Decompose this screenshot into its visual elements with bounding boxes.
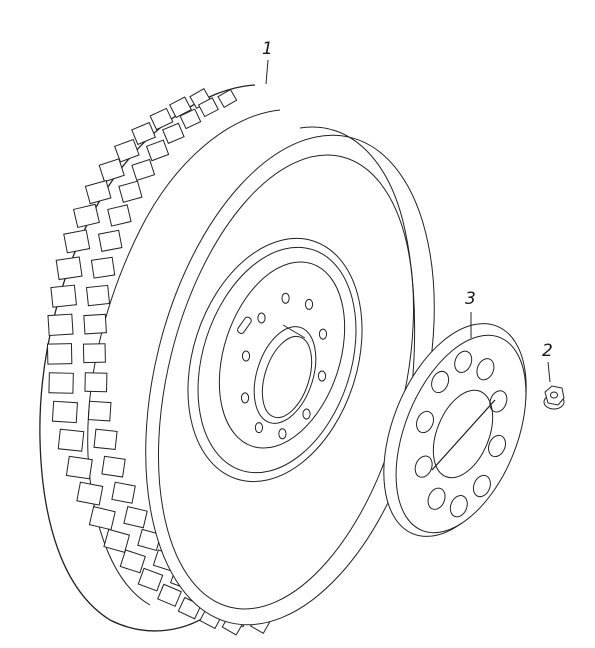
tread-block bbox=[103, 528, 131, 553]
tread-block bbox=[63, 229, 91, 254]
rim-bolt-holes bbox=[240, 292, 328, 440]
tread-block bbox=[55, 256, 83, 281]
hub-cap-face bbox=[395, 334, 527, 534]
tread-block bbox=[162, 122, 185, 144]
callout-1-label: 1 bbox=[262, 39, 273, 59]
bolt-hole bbox=[281, 292, 290, 304]
hub-cap-cover bbox=[383, 323, 527, 537]
tire-wheel-assembly bbox=[39, 84, 435, 636]
rim-center-bore bbox=[253, 326, 317, 424]
nut-body bbox=[544, 385, 565, 406]
tread-block bbox=[87, 400, 112, 422]
hub-cap-bar bbox=[431, 399, 496, 471]
tread-block bbox=[51, 400, 78, 424]
callout-1: 1 bbox=[262, 39, 273, 85]
tread-block bbox=[149, 107, 174, 131]
tread-block bbox=[72, 203, 100, 229]
bolt-hole bbox=[254, 422, 264, 434]
tread-block bbox=[90, 256, 116, 279]
tread-block bbox=[107, 204, 132, 227]
tread-block bbox=[47, 313, 74, 337]
rim-disc bbox=[218, 261, 346, 449]
hub-cap-hole bbox=[427, 487, 446, 510]
tread-block bbox=[131, 121, 156, 146]
hub-cap-hole bbox=[414, 455, 433, 478]
tread-block bbox=[197, 97, 219, 118]
tread-block bbox=[85, 284, 111, 307]
hub-cap-hole bbox=[454, 350, 473, 373]
tread-block bbox=[88, 506, 116, 531]
bolt-hole bbox=[241, 350, 251, 362]
tread-block bbox=[114, 138, 140, 163]
tread-block bbox=[157, 583, 182, 607]
tread-block bbox=[57, 428, 85, 452]
tread-block bbox=[168, 96, 192, 119]
tread-block bbox=[137, 567, 164, 592]
hub-cap-hole bbox=[489, 390, 508, 413]
tread-block bbox=[119, 549, 146, 574]
bolt-hole bbox=[304, 298, 314, 310]
hub-cap-hole bbox=[431, 370, 450, 394]
tread-block bbox=[84, 372, 108, 393]
tread-block bbox=[131, 158, 156, 182]
tread-block bbox=[111, 481, 136, 504]
hub-cap-center bbox=[432, 389, 494, 479]
tread-block bbox=[98, 158, 125, 183]
tread-block bbox=[101, 455, 126, 478]
bolt-hole bbox=[240, 392, 250, 404]
callout-1-leader bbox=[265, 59, 269, 85]
tread-block bbox=[217, 88, 238, 109]
tread-block bbox=[84, 179, 112, 205]
tread-block bbox=[50, 284, 77, 308]
hub-cap-holes bbox=[414, 350, 508, 518]
tread-block bbox=[97, 229, 123, 252]
tread-block bbox=[48, 372, 74, 394]
rim-vent-slot bbox=[237, 316, 252, 334]
rim-flange-inner bbox=[197, 246, 357, 474]
bolt-hole bbox=[318, 328, 328, 340]
tread-block bbox=[83, 313, 107, 335]
tread-block bbox=[145, 139, 170, 162]
tread-block bbox=[65, 455, 93, 480]
tread-block bbox=[123, 506, 148, 529]
callout-2-label: 2 bbox=[542, 341, 553, 361]
rim-valve-stem bbox=[282, 324, 306, 339]
callout-2: 2 bbox=[542, 341, 553, 383]
tread-block bbox=[76, 481, 104, 506]
rim-center-bore-inner bbox=[261, 335, 313, 419]
tread-block bbox=[82, 343, 106, 364]
hub-cap-hole bbox=[449, 495, 468, 518]
callout-3: 3 bbox=[465, 289, 476, 338]
bolt-hole bbox=[317, 370, 327, 382]
callout-2-leader bbox=[547, 361, 551, 383]
hub-cap-hole bbox=[416, 410, 434, 434]
tread-block bbox=[46, 343, 73, 365]
wheel-nut bbox=[543, 385, 565, 410]
nut-bore bbox=[550, 391, 558, 399]
hub-cap-hole bbox=[476, 358, 495, 381]
tread-block bbox=[179, 108, 202, 130]
bolt-hole bbox=[302, 408, 311, 420]
bolt-hole bbox=[278, 428, 287, 440]
tread-block bbox=[118, 180, 143, 203]
bolt-hole bbox=[257, 312, 266, 324]
callout-3-label: 3 bbox=[465, 289, 476, 309]
hub-cap-hole bbox=[472, 474, 491, 498]
hub-cap-hole bbox=[488, 434, 506, 458]
tread-block bbox=[93, 428, 118, 451]
